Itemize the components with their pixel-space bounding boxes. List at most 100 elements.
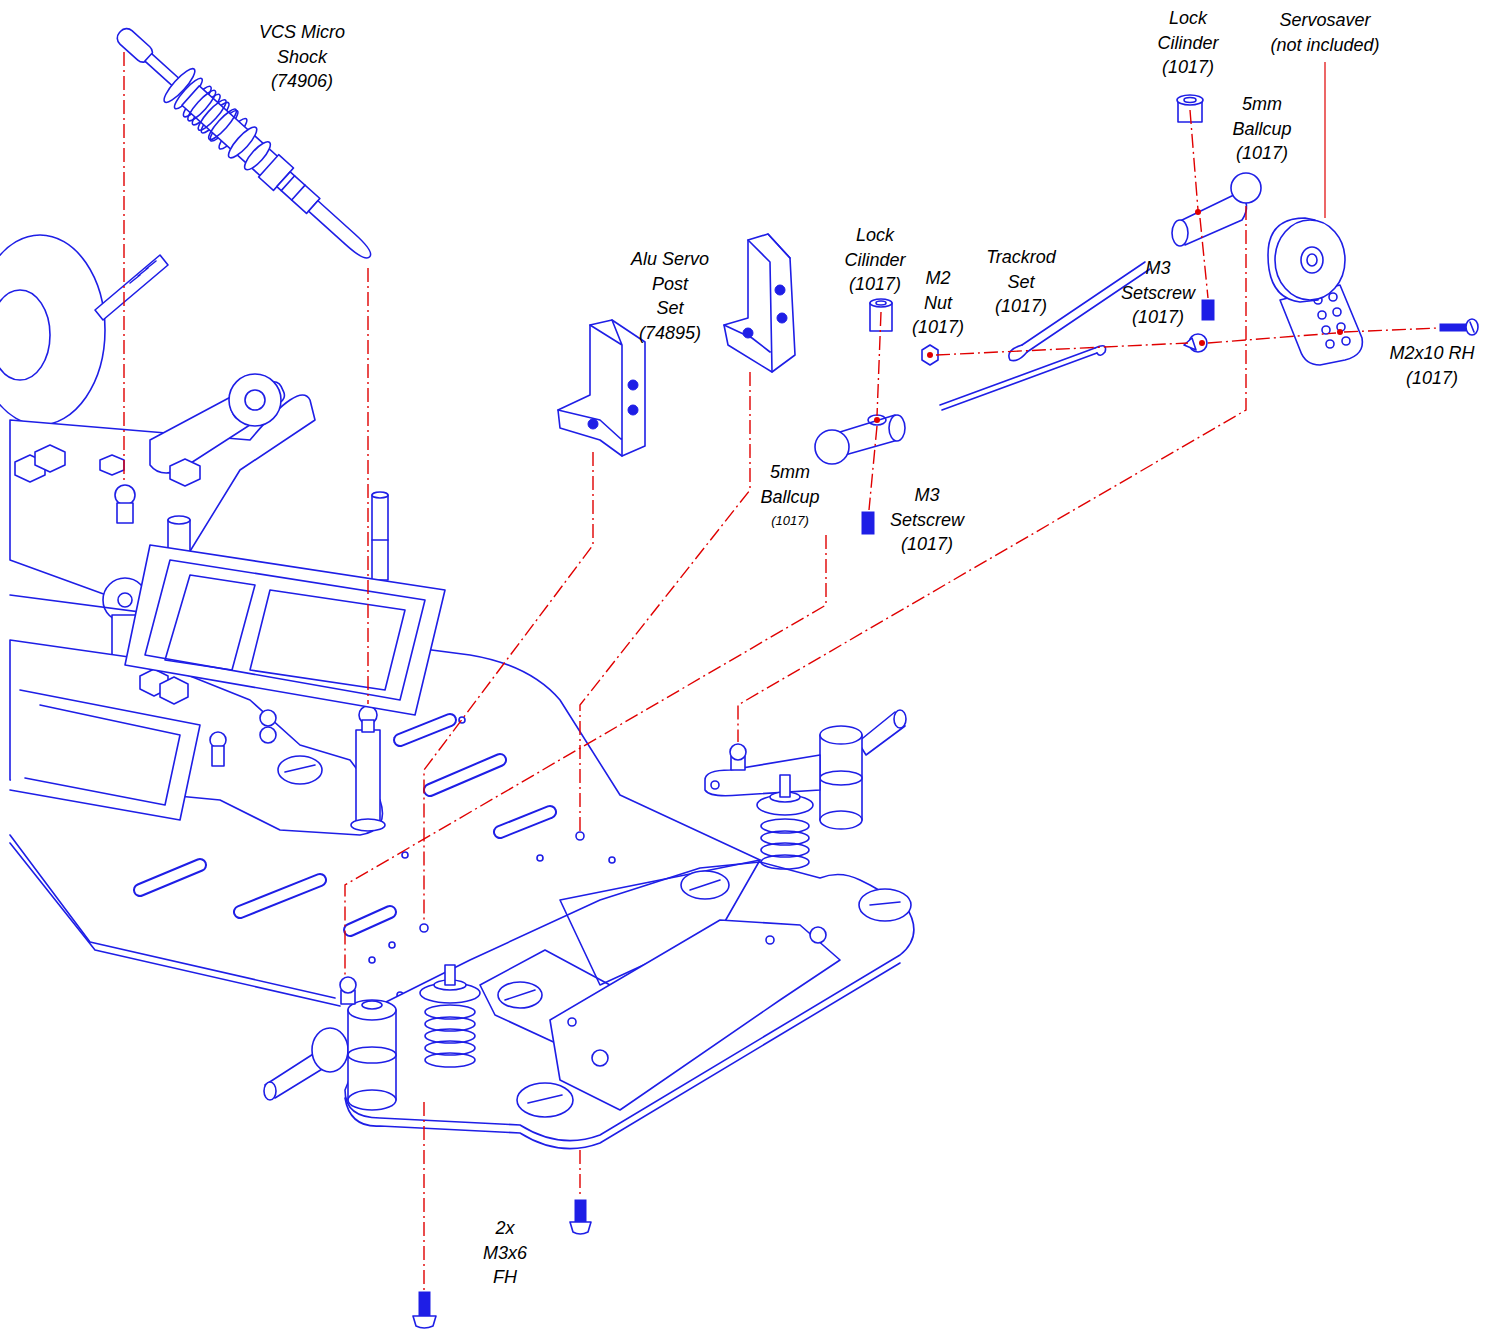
steering-block [264, 965, 480, 1110]
steering-block-part [348, 1090, 396, 1110]
rear-pod-part [212, 746, 224, 766]
front-bulkhead-part [528, 1095, 562, 1103]
ballcup-assembly-part [1199, 340, 1205, 346]
assembly-line-part [869, 426, 877, 510]
ballcup-assembly [815, 299, 905, 534]
rear-pod-part [117, 503, 133, 523]
servo-post-part [558, 320, 622, 456]
part-label: 2x M3x6 FH [483, 1216, 527, 1290]
assembly-line-part [424, 452, 593, 922]
upright-post-part [362, 720, 374, 732]
servosaver [1268, 218, 1362, 365]
steering-block-part [340, 977, 356, 993]
rear-pod-part [229, 374, 281, 426]
screw-part [575, 1200, 586, 1222]
front-bulkhead-part [859, 889, 911, 921]
front-bulkhead-part [498, 982, 542, 1008]
servo-post-part [777, 313, 787, 323]
trackrod-part [922, 345, 938, 365]
assembly-line-part [1200, 218, 1208, 298]
servo-post-part [743, 328, 753, 338]
servo-post-part [775, 285, 785, 295]
trackrod-part [942, 353, 1097, 410]
upright-post-part [351, 819, 385, 831]
ballcup-assembly-part [1184, 338, 1196, 350]
ballcup-assembly-part [1172, 220, 1188, 246]
assembly-line [124, 52, 1438, 1290]
assembly-line-part [877, 312, 881, 416]
rear-pod-part [278, 756, 322, 784]
steering-block [705, 710, 906, 869]
screw-part [1440, 324, 1466, 331]
rear-pod-part [115, 485, 135, 505]
part-label: M3 Setscrew (1017) [1121, 256, 1195, 330]
servo-post-part [724, 234, 795, 372]
chassis-slot-part [140, 865, 200, 890]
front-bulkhead [345, 860, 914, 1149]
chassis-slot-part [350, 912, 390, 930]
shock-absorber [105, 16, 384, 274]
servo-post-part [558, 320, 645, 456]
chassis-slot-part [430, 760, 500, 790]
screw-part [1466, 319, 1478, 335]
servosaver-part [1333, 308, 1341, 316]
assembly-line-part [936, 343, 1188, 355]
steering-block-part [348, 1010, 396, 1100]
ballcup-assembly-part [889, 415, 905, 441]
steering-block-part [730, 744, 746, 760]
front-bulkhead-part [517, 1083, 573, 1117]
front-bulkhead-part [810, 927, 826, 943]
servosaver-part [1329, 293, 1337, 301]
chassis-slot-part [140, 865, 200, 890]
assembly-line-part [1344, 328, 1438, 332]
front-bulkhead-part [766, 936, 774, 944]
rear-wheel-part [0, 290, 50, 380]
upright-post-part [372, 492, 388, 498]
chassis-slot-part [430, 760, 500, 790]
chassis-slot-part [400, 720, 450, 740]
screw [413, 1200, 591, 1328]
ballcup-assembly-part [870, 299, 892, 307]
front-bulkhead-part [690, 880, 720, 890]
assembly-line-part [1190, 110, 1198, 210]
part-label: 5mm Ballcup (1017) [1232, 92, 1291, 166]
front-bulkhead-part [592, 1050, 608, 1066]
front-bulkhead-part [345, 862, 914, 1141]
chassis-slot-part [400, 720, 450, 740]
chassis-plate-part [145, 560, 425, 700]
servo-post-part [724, 234, 790, 372]
chassis-plate-part [537, 855, 543, 861]
ballcup-assembly-part [1177, 95, 1203, 105]
upright-post-part [356, 730, 380, 825]
part-label: M2x10 RH (1017) [1389, 341, 1474, 390]
ballcup-assembly-part [1184, 98, 1196, 103]
rear-pod-part [100, 455, 124, 475]
chassis-plate-part [576, 832, 584, 840]
steering-block-part [312, 1028, 348, 1072]
assembly-line-part [367, 268, 368, 704]
upright-post-part [372, 539, 388, 541]
rear-pod-part [160, 677, 188, 704]
ballcup-assembly-part [862, 512, 874, 534]
chassis-slot-part [240, 880, 320, 912]
rear-pod-part [35, 445, 65, 472]
rear-wheel-part [95, 255, 168, 320]
steering-block-part [705, 755, 820, 796]
ballcup-assembly-part [1231, 173, 1261, 203]
rear-wheel-part [0, 235, 105, 425]
rear-wheel [0, 235, 168, 425]
steering-block-part [894, 710, 906, 728]
rear-wheel-part [130, 261, 156, 283]
screw-part [1470, 322, 1474, 332]
steering-block-part [362, 1001, 382, 1009]
servosaver-part [1318, 311, 1326, 319]
part-label: Alu Servo Post Set (74895) [631, 247, 709, 345]
part-label: (1017) [771, 513, 809, 529]
chassis-plate-part [165, 575, 405, 690]
servo-post-part [628, 405, 638, 415]
chassis-slot-part [500, 812, 550, 832]
part-label: Trackrod Set (1017) [986, 245, 1056, 319]
ballcup-assembly-part [815, 430, 849, 464]
servosaver-part [1322, 326, 1330, 334]
